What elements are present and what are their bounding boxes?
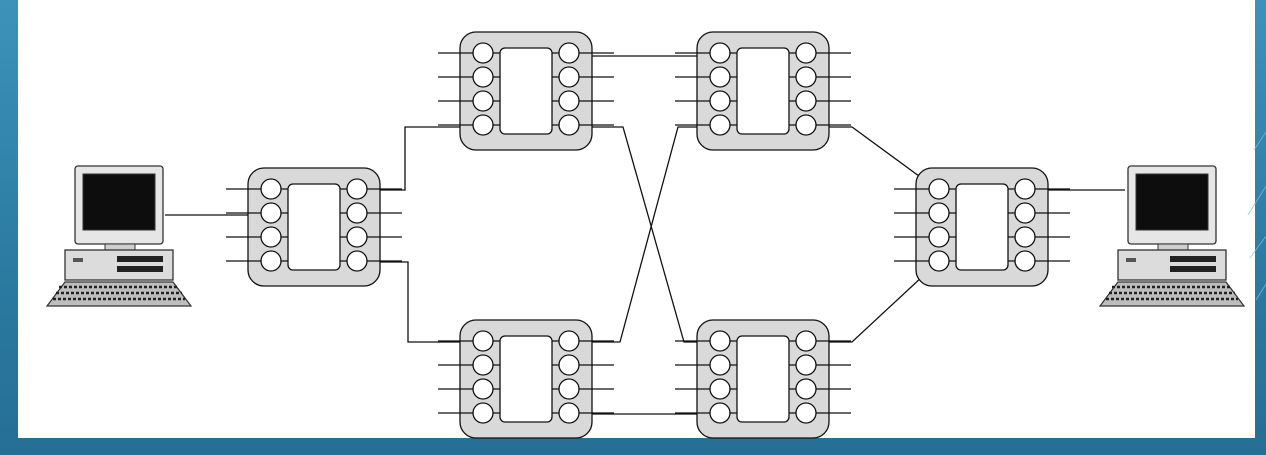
port-right-2	[795, 354, 817, 376]
port-right-3	[558, 378, 580, 400]
decoration-line	[1253, 131, 1266, 151]
port-left-2	[472, 66, 494, 88]
port-left-4	[472, 114, 494, 136]
port-right-1	[558, 330, 580, 352]
port-left-3	[260, 226, 282, 248]
port-left-4	[709, 114, 731, 136]
port-left-1	[709, 42, 731, 64]
switch-fabric	[499, 47, 553, 135]
port-left-4	[260, 250, 282, 272]
port-left-3	[472, 90, 494, 112]
screen-icon	[82, 173, 156, 231]
host-right-computer-icon	[1098, 165, 1246, 307]
screen-icon	[1135, 173, 1209, 231]
port-left-4	[472, 402, 494, 424]
decoration-line	[1255, 283, 1266, 301]
port-right-4	[558, 114, 580, 136]
switch-2-icon	[438, 31, 614, 151]
drive-bay-icon	[117, 256, 163, 262]
port-right-3	[795, 378, 817, 400]
monitor-stand	[104, 243, 136, 251]
slide-decoration	[1247, 131, 1266, 301]
switch-4-icon	[438, 319, 614, 439]
port-right-2	[795, 66, 817, 88]
switch-fabric	[736, 47, 790, 135]
drive-bay-icon	[117, 266, 163, 272]
port-right-2	[558, 66, 580, 88]
port-right-4	[795, 114, 817, 136]
switch-fabric	[736, 335, 790, 423]
decoration-line	[1249, 235, 1266, 259]
port-left-4	[928, 250, 950, 272]
drive-bay-icon	[1170, 256, 1216, 262]
switch-3-icon	[675, 31, 851, 151]
port-left-1	[472, 330, 494, 352]
port-right-4	[795, 402, 817, 424]
monitor-stand	[1157, 243, 1189, 251]
diagram-panel	[18, 0, 1255, 438]
port-left-2	[472, 354, 494, 376]
port-right-3	[346, 226, 368, 248]
host-left-computer-icon	[45, 165, 193, 307]
port-right-1	[795, 42, 817, 64]
link-switch-1-switch-2	[358, 126, 482, 191]
port-right-3	[558, 90, 580, 112]
drive-bay-icon	[1170, 266, 1216, 272]
port-left-3	[928, 226, 950, 248]
port-left-2	[709, 354, 731, 376]
port-right-4	[1014, 250, 1036, 272]
link-switch-1-switch-4	[358, 261, 482, 343]
port-right-2	[1014, 202, 1036, 224]
link-switch-2-switch-5	[570, 126, 720, 343]
port-left-1	[928, 178, 950, 200]
port-right-1	[1014, 178, 1036, 200]
port-right-1	[795, 330, 817, 352]
system-unit-icon	[64, 249, 174, 281]
port-left-3	[472, 378, 494, 400]
port-left-3	[709, 378, 731, 400]
port-right-2	[558, 354, 580, 376]
power-led-icon	[1126, 258, 1136, 262]
switch-5-icon	[675, 319, 851, 439]
port-right-4	[346, 250, 368, 272]
link-switch-4-switch-3	[570, 126, 720, 343]
switch-fabric	[287, 183, 341, 271]
switch-fabric	[499, 335, 553, 423]
port-left-2	[260, 202, 282, 224]
port-left-1	[709, 330, 731, 352]
port-right-3	[1014, 226, 1036, 248]
port-left-2	[709, 66, 731, 88]
port-right-1	[346, 178, 368, 200]
switch-6-icon	[894, 167, 1070, 287]
port-left-2	[928, 202, 950, 224]
power-led-icon	[73, 258, 83, 262]
port-left-4	[709, 402, 731, 424]
switch-1-icon	[226, 167, 402, 287]
port-right-1	[558, 42, 580, 64]
port-left-1	[260, 178, 282, 200]
port-left-3	[709, 90, 731, 112]
system-unit-icon	[1117, 249, 1227, 281]
port-right-2	[346, 202, 368, 224]
port-right-3	[795, 90, 817, 112]
switch-fabric	[955, 183, 1009, 271]
decoration-line	[1247, 185, 1266, 216]
port-left-1	[472, 42, 494, 64]
port-right-4	[558, 402, 580, 424]
